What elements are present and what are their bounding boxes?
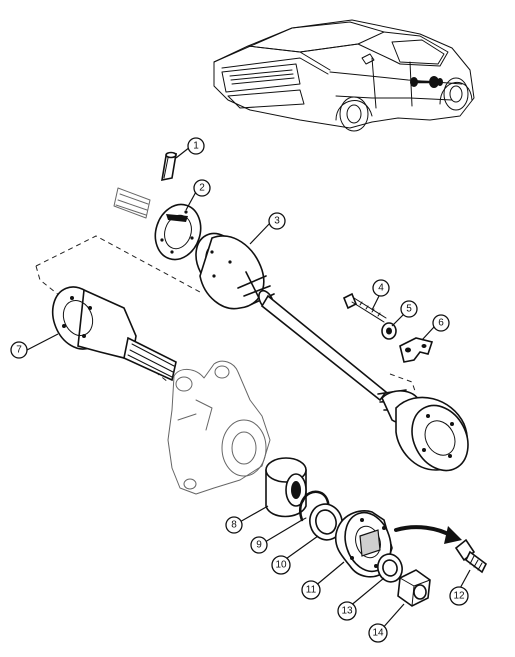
callout-1: 1 [187,137,205,155]
callout-12: 12 [449,586,469,606]
hub [334,510,393,578]
callout-label: 8 [231,520,237,531]
spline-stub-flange [113,187,202,261]
callout-3: 3 [268,212,286,230]
driveshaft-location-icon [410,76,443,88]
fitting-arrow [394,525,462,544]
callout-10: 10 [271,555,291,575]
callout-8: 8 [225,516,243,534]
bearing [265,457,307,518]
callout-6: 6 [432,314,450,332]
callout-11: 11 [301,580,321,600]
callout-label: 10 [275,560,287,571]
callout-label: 7 [16,345,22,356]
bolt [342,292,387,323]
assembly-boundary [35,235,417,395]
nut [397,569,431,607]
callout-5: 5 [400,300,418,318]
callout-7: 7 [10,341,28,359]
collar-ring [377,553,403,583]
callout-label: 4 [378,283,384,294]
callout-2: 2 [193,179,211,197]
hub-carrier [167,360,271,495]
callout-4: 4 [372,279,390,297]
callout-label: 6 [438,318,444,329]
callout-label: 3 [274,216,280,227]
callout-13: 13 [337,601,357,621]
callout-label: 1 [193,141,199,152]
callout-9: 9 [250,536,268,554]
car-illustration [213,19,475,132]
roll-pin [161,151,177,182]
spacer-ring [309,503,343,541]
driveshaft [195,232,469,472]
callout-label: 9 [256,540,262,551]
wheel-stud [454,538,488,574]
callout-label: 14 [372,628,384,639]
callout-label: 5 [406,304,412,315]
output-flange-shaft [51,286,177,382]
callout-label: 12 [453,591,465,602]
leader-lines [26,146,471,631]
callout-label: 11 [306,585,317,596]
callout-14: 14 [368,623,388,643]
callout-label: 2 [199,183,205,194]
retaining-plate [399,337,434,363]
washer [381,322,397,340]
callout-label: 13 [341,606,353,617]
